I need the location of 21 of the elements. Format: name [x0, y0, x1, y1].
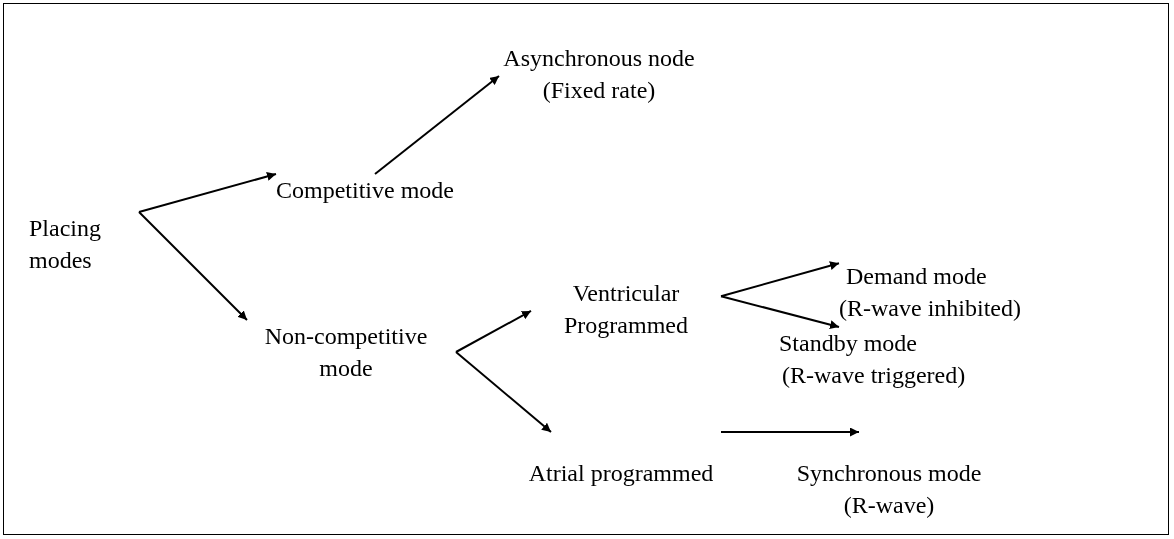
- node-label: Asynchronous node: [503, 44, 695, 73]
- node-label: Placing modes: [29, 214, 102, 275]
- node-label: Atrial programmed: [528, 459, 714, 488]
- node-label: (R-wave): [843, 491, 935, 520]
- arrow: [138, 172, 277, 213]
- node-label: Competitive mode: [276, 176, 454, 205]
- node-label: Ventricular Programmed: [563, 279, 689, 340]
- arrow: [720, 427, 860, 437]
- node-label: Non-competitive mode: [263, 322, 429, 383]
- arrow: [374, 74, 500, 175]
- arrow: [455, 309, 532, 353]
- arrow: [455, 351, 552, 433]
- node-label: (R-wave triggered): [781, 361, 966, 390]
- node-label: Demand mode: [845, 262, 987, 291]
- arrow: [138, 211, 248, 321]
- node-label: (R-wave inhibited): [839, 294, 1021, 323]
- node-label: (Fixed rate): [542, 76, 656, 105]
- node-label: Standby mode: [779, 329, 917, 358]
- arrow: [720, 261, 840, 298]
- node-label: Synchronous mode: [796, 459, 982, 488]
- arrow: [720, 295, 840, 330]
